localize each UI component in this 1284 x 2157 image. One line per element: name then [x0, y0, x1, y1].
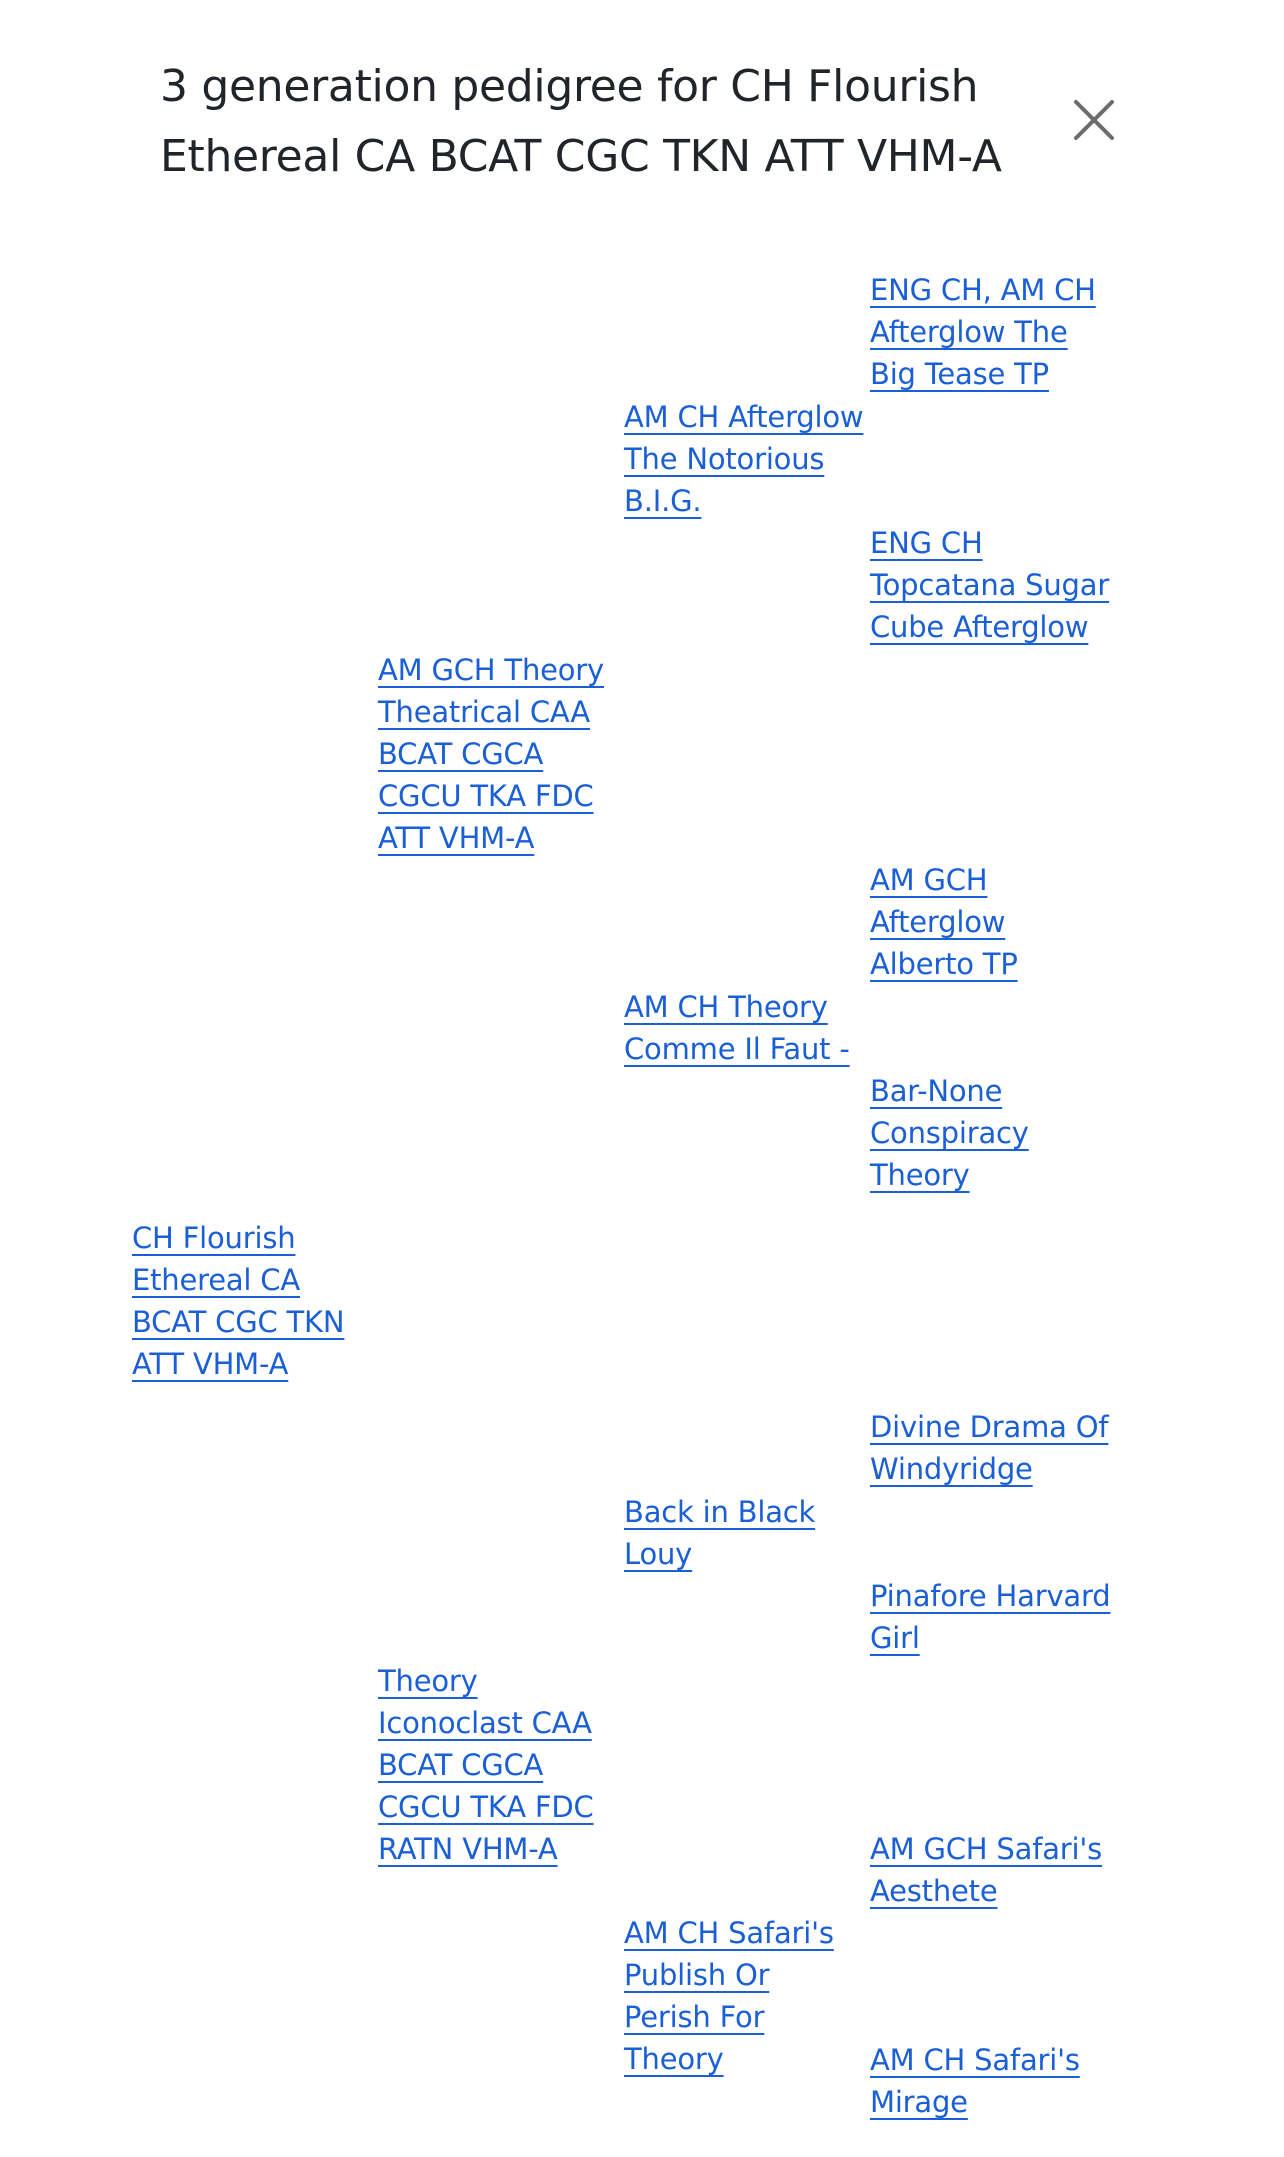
pedigree-link-sire-sire-sire[interactable]: ENG CH, AM CH Afterglow The Big Tease TP: [870, 273, 1096, 391]
pedigree-link-dam-dam-dam[interactable]: AM CH Safari's Mirage: [870, 2043, 1080, 2119]
close-button[interactable]: [1066, 92, 1122, 148]
pedigree-link-sire-dam-dam[interactable]: Bar-None Conspiracy Theory: [870, 1074, 1029, 1192]
pedigree-link-sire-sire-dam[interactable]: ENG CH Topcatana Sugar Cube Afterglow: [870, 526, 1110, 644]
modal-title: 3 generation pedigree for CH Flourish Et…: [160, 61, 1002, 182]
pedigree-link-dam-sire-sire[interactable]: Divine Drama Of Windyridge: [870, 1410, 1109, 1486]
pedigree-link-sire-dam-sire[interactable]: AM GCH Afterglow Alberto TP: [870, 863, 1018, 981]
pedigree-link-dam-dam-sire[interactable]: AM GCH Safari's Aesthete: [870, 1832, 1103, 1908]
pedigree-link-sire-sire[interactable]: AM CH Afterglow The Notorious B.I.G.: [624, 400, 864, 518]
pedigree-link-dam-dam[interactable]: AM CH Safari's Publish Or Perish For The…: [624, 1916, 834, 2076]
pedigree-link-subject[interactable]: CH Flourish Ethereal CA BCAT CGC TKN ATT…: [132, 1221, 345, 1381]
pedigree-link-sire-dam[interactable]: AM CH Theory Comme Il Faut -: [624, 990, 850, 1066]
pedigree-link-dam-sire[interactable]: Back in Black Louy: [624, 1495, 816, 1571]
pedigree-link-sire[interactable]: AM GCH Theory Theatrical CAA BCAT CGCA C…: [378, 653, 604, 855]
pedigree-link-dam[interactable]: Theory Iconoclast CAA BCAT CGCA CGCU TKA…: [378, 1664, 594, 1866]
close-icon: [1074, 100, 1114, 140]
pedigree-link-dam-sire-dam[interactable]: Pinafore Harvard Girl: [870, 1579, 1111, 1655]
